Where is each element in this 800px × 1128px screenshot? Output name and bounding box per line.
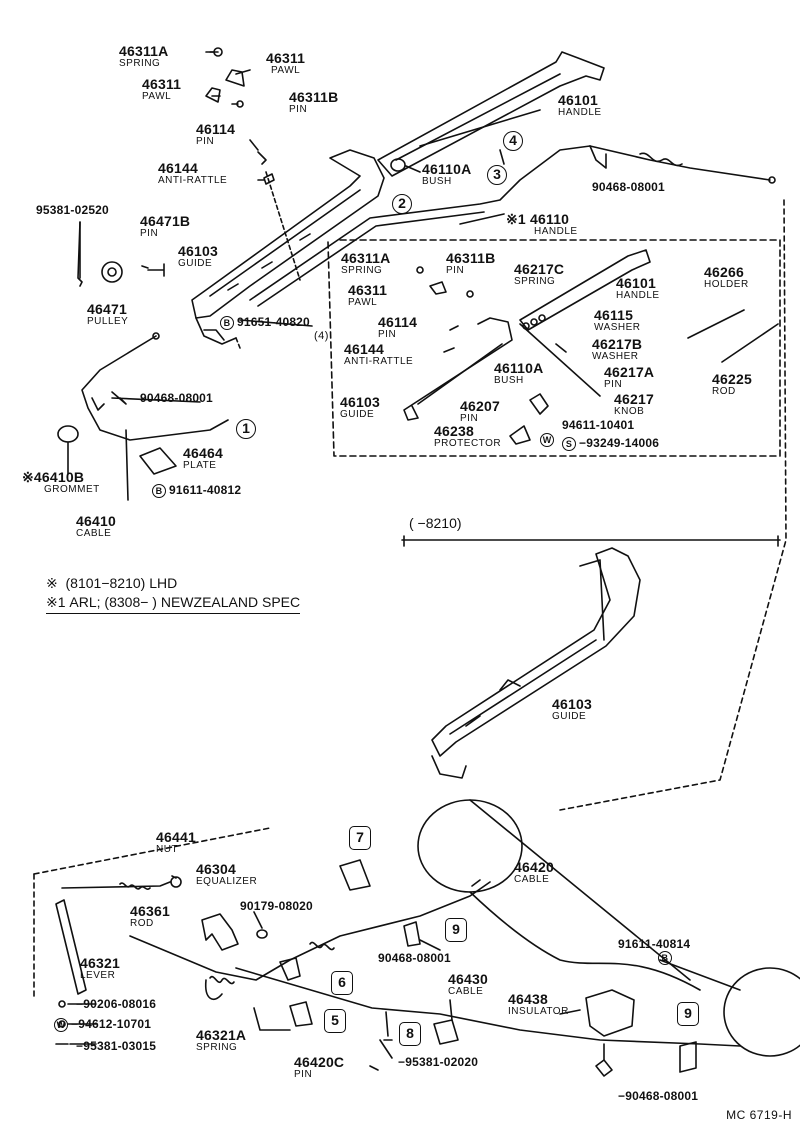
callout-4: 4: [503, 131, 523, 151]
part-label-90468-top: 90468-08001: [592, 180, 665, 194]
callout-6: 6: [331, 971, 353, 995]
part-label-95381-02520: 95381-02520: [36, 203, 109, 217]
badge-s: S: [562, 437, 576, 451]
callout-7: 7: [349, 826, 371, 850]
part-label-90206: −90206-08016: [76, 997, 157, 1011]
part-label-b-93249: S−93249-14006: [562, 437, 659, 451]
part-label-95381-03015: −95381-03015: [76, 1039, 157, 1053]
part-label-90468-mid: 90468-08001: [140, 391, 213, 405]
callout-8: 8: [399, 1022, 421, 1046]
callout-9-lower: 9: [677, 1002, 699, 1026]
badge-w-box: W: [540, 432, 557, 448]
callout-9-upper: 9: [445, 918, 467, 942]
range-label: ( −8210): [409, 515, 462, 531]
part-label-94612: W−94612-10701: [54, 1018, 151, 1032]
callout-1: 1: [236, 419, 256, 439]
callout-5: 5: [324, 1009, 346, 1033]
badge-b: B: [152, 484, 166, 498]
note-lhd: ※ (8101−8210) LHD: [46, 575, 178, 591]
part-label-90468-lower: 90468-08001: [378, 951, 451, 965]
callout-3: 3: [487, 165, 507, 185]
badge-b: B: [658, 951, 672, 965]
spec-notes: ※ (8101−8210) LHD ※1 ARL; (8308− ) NEWZE…: [46, 574, 301, 614]
badge-w: W: [54, 1018, 68, 1032]
badge-b: B: [220, 316, 234, 330]
note-newzealand: ※1 ARL; (8308− ) NEWZEALAND SPEC: [46, 593, 301, 614]
part-label-90179: 90179-08020: [240, 899, 313, 913]
callout-2: 2: [392, 194, 412, 214]
part-label-95381-02020: −95381-02020: [398, 1055, 479, 1069]
part-label-90468-bottom: −90468-08001: [618, 1089, 699, 1103]
diagram-caption: MC 6719-H: [726, 1108, 792, 1122]
part-label-b-94611: 94611-10401: [562, 418, 635, 432]
